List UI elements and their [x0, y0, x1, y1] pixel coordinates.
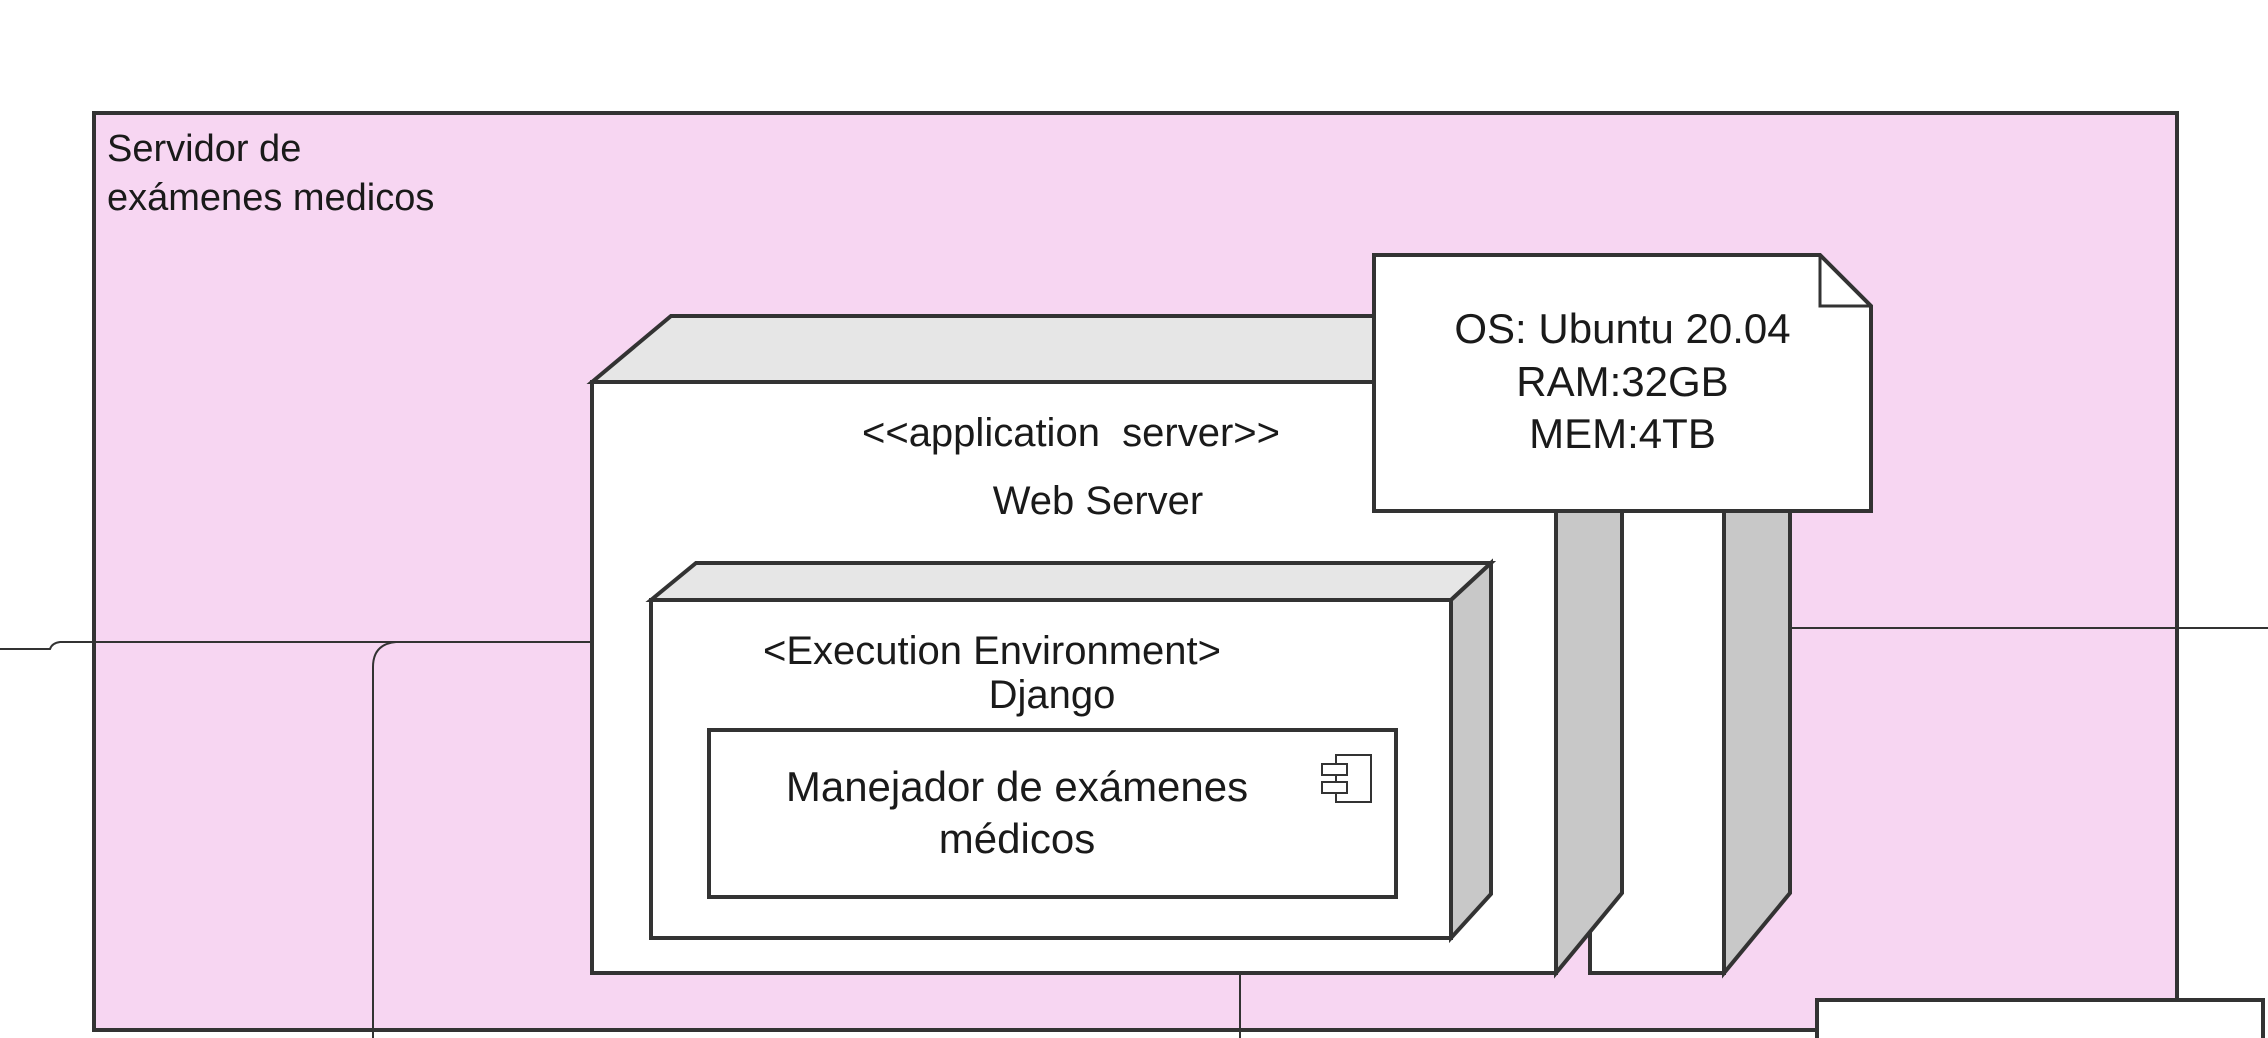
app-server-stereotype: <<application server>>	[861, 411, 1281, 455]
component-box[interactable]	[707, 728, 1398, 899]
partial-node-box[interactable]	[1815, 998, 2265, 1038]
note-fold	[1818, 255, 1871, 308]
exec-env-side-face	[1449, 558, 1493, 944]
connector-left[interactable]	[0, 641, 592, 650]
exec-env-stereotype: <Execution Environment>	[762, 629, 1222, 673]
container-title-line1: Servidor de	[107, 128, 302, 170]
container-title-line2: exámenes medicos	[107, 177, 435, 219]
app-server-name: Web Server	[992, 479, 1204, 523]
note-box[interactable]	[1372, 253, 1873, 513]
component-label-line2: médicos	[938, 815, 1096, 862]
app-server-top-face	[586, 314, 1402, 384]
note-mem: MEM:4TB	[1529, 410, 1716, 457]
node-pillar-1	[1554, 500, 1624, 979]
component-icon	[1321, 754, 1372, 803]
note-ram: RAM:32GB	[1516, 358, 1729, 405]
exec-env-top-face	[645, 561, 1497, 602]
note-os: OS: Ubuntu 20.04	[1454, 305, 1791, 352]
connector-down-left[interactable]	[372, 641, 397, 1038]
component-label-line1: Manejador de exámenes	[785, 763, 1249, 810]
exec-env-name: Django	[988, 673, 1116, 717]
